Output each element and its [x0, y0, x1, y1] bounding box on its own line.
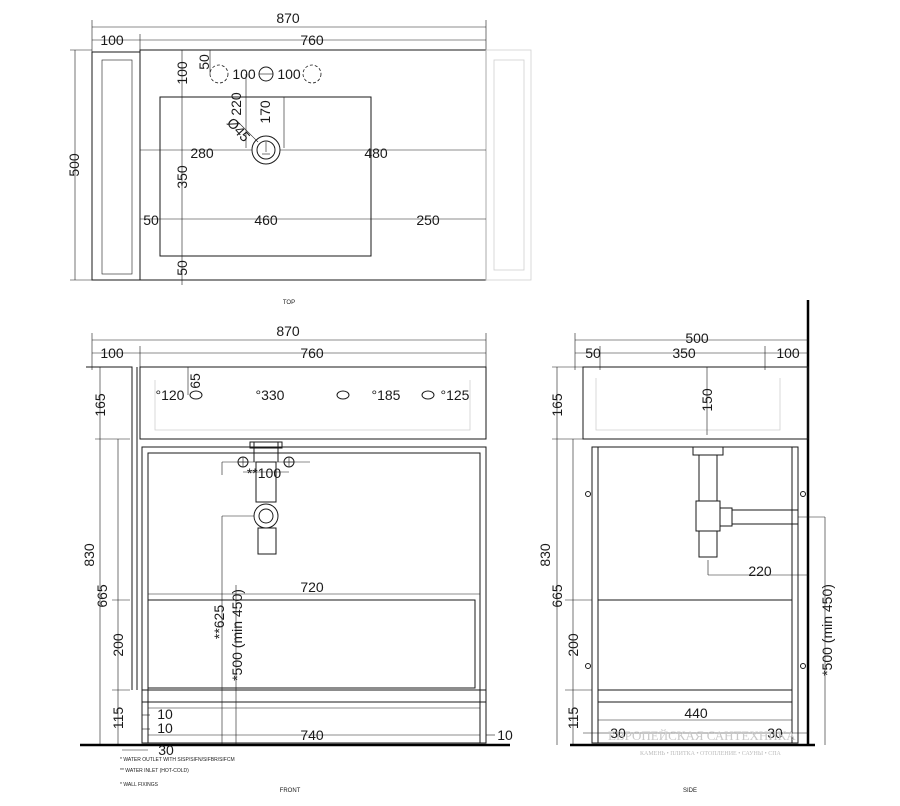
- side-view: 500 50 350 100 150 220 *500 (min 450): [537, 300, 835, 794]
- front-outlet-height: **625: [211, 605, 227, 639]
- front-basin-width: 760: [300, 345, 324, 361]
- front-hole-3: °185: [372, 387, 401, 403]
- top-wall-offset: 100: [100, 32, 124, 48]
- front-inlet-spacing: **100: [247, 465, 281, 481]
- side-inner-depth: 350: [672, 345, 696, 361]
- front-shelf-height: 200: [110, 633, 126, 657]
- front-note-2: ** WATER INLET (HOT-COLD): [120, 768, 189, 774]
- front-overall-width: 870: [276, 323, 300, 339]
- front-gap-1: 10: [157, 706, 173, 722]
- top-bowl-left-margin: 50: [143, 212, 159, 228]
- front-wall-fix-height: *500 (min 450): [229, 589, 245, 681]
- top-basin-width: 760: [300, 32, 324, 48]
- side-foot-height: 115: [565, 707, 581, 730]
- side-cabinet-height: 665: [549, 584, 565, 608]
- side-front-margin: 50: [585, 345, 601, 361]
- front-base-width: 740: [300, 727, 324, 743]
- top-bowl-depth: 350: [174, 165, 190, 189]
- front-view-caption: FRONT: [280, 788, 301, 794]
- front-gap-2: 10: [157, 720, 173, 736]
- top-drain-diameter: Ø45: [224, 114, 254, 145]
- top-bowl-bottom-margin: 50: [174, 260, 190, 276]
- top-drain-left: 280: [190, 145, 214, 161]
- side-total-height: 830: [537, 543, 553, 567]
- top-drain-to-center: 170: [257, 100, 273, 124]
- front-foot-height: 115: [110, 707, 126, 730]
- side-back-margin: 100: [776, 345, 800, 361]
- top-edge-to-bowl: 100: [174, 61, 190, 85]
- side-front-offset: 30: [610, 725, 626, 741]
- top-bowl-right-margin: 250: [416, 212, 440, 228]
- side-basin-height: 165: [549, 393, 565, 417]
- top-tap-offset: 50: [196, 54, 212, 70]
- front-basin-height: 165: [92, 393, 108, 417]
- top-view: 870 100 760 500 100 100 100 50 220 170: [66, 10, 532, 306]
- front-hole-4: °125: [441, 387, 470, 403]
- side-wall-fix-height: *500 (min 450): [819, 584, 835, 676]
- side-view-caption: SIDE: [683, 788, 697, 794]
- watermark-logo: ЕВРОПЕЙСКАЯ САНТЕХНИКА КАМЕНЬ • ПЛИТКА •…: [608, 728, 796, 757]
- side-overall-depth: 500: [685, 330, 709, 346]
- watermark-title: ЕВРОПЕЙСКАЯ САНТЕХНИКА: [608, 728, 796, 743]
- top-tap-spacing-right: 100: [277, 66, 301, 82]
- front-cabinet-height: 665: [94, 584, 110, 608]
- front-view: 870 100 760 °120 °330 °185 °125 65: [80, 323, 513, 794]
- front-note-1: * WATER OUTLET WITH SISP/SIFN/SIFBR/SIFC…: [120, 757, 235, 763]
- front-base-offset: 30: [158, 742, 174, 758]
- front-wall-offset: 100: [100, 345, 124, 361]
- side-back-offset: 30: [767, 725, 783, 741]
- top-overall-width: 870: [276, 10, 300, 26]
- top-tap-spacing-left: 100: [232, 66, 256, 82]
- top-bowl-width: 460: [254, 212, 278, 228]
- top-bowl-to-drain: 220: [228, 92, 244, 116]
- front-hole-top: 65: [187, 373, 203, 389]
- side-base-depth: 440: [684, 705, 708, 721]
- watermark-tagline: КАМЕНЬ • ПЛИТКА • ОТОПЛЕНИЕ • САУНЫ • СП…: [640, 751, 782, 757]
- top-view-caption: TOP: [283, 300, 295, 306]
- front-inner-width: 720: [300, 579, 324, 595]
- front-side-gap: 10: [497, 727, 513, 743]
- front-hole-2: °330: [256, 387, 285, 403]
- top-drain-right: 480: [364, 145, 388, 161]
- front-hole-1: °120: [156, 387, 185, 403]
- front-total-height: 830: [81, 543, 97, 567]
- side-drain-depth: 150: [699, 388, 715, 412]
- side-trap-offset: 220: [748, 563, 772, 579]
- front-note-3: * WALL FIXINGS: [120, 782, 159, 788]
- side-shelf-height: 200: [565, 633, 581, 657]
- top-depth: 500: [66, 153, 82, 177]
